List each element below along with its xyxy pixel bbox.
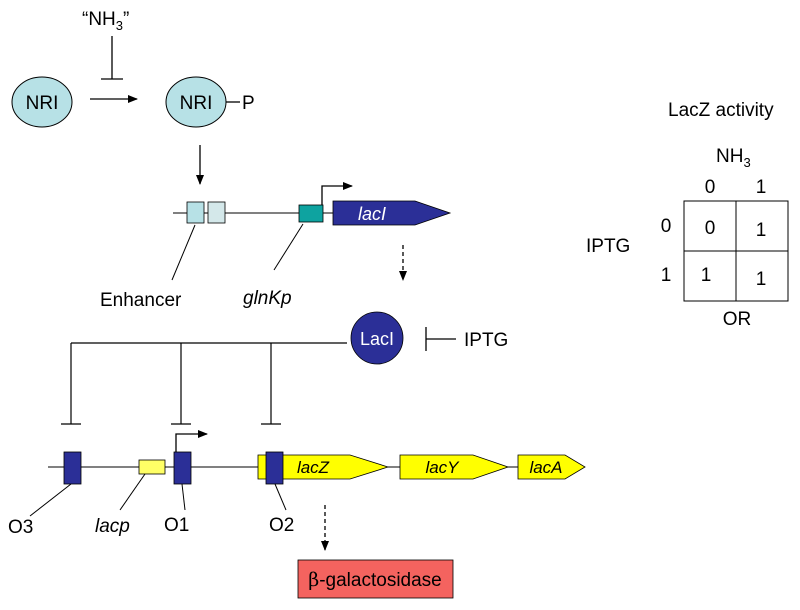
lacy-label: lacY: [425, 458, 460, 477]
truth-table-row-0: 0: [661, 216, 672, 237]
beta-galactosidase-box: [297, 559, 454, 599]
o3-pointer: [29, 483, 72, 517]
truth-table-row-header: IPTG: [586, 236, 630, 257]
o1-label: O1: [164, 515, 189, 536]
truth-table-cell-1-0: 1: [701, 265, 712, 286]
nri-p-node: NRI P: [165, 76, 255, 128]
glnkp-label: glnKp: [243, 288, 292, 309]
iptg-inhibitor-label: IPTG: [464, 330, 508, 351]
laca-label: lacA: [529, 458, 562, 477]
truth-table-col-1: 1: [756, 177, 767, 198]
truth-table-col-header: NH3: [716, 146, 751, 170]
o1-pointer: [181, 483, 186, 511]
glnkp-transcription-arrow: [321, 182, 353, 205]
laci-gene-label: lacI: [358, 204, 386, 224]
o3-box: [63, 451, 82, 485]
o3-label: O3: [8, 517, 33, 538]
lacp-box: [138, 459, 166, 475]
o1-box: [173, 451, 192, 485]
glnkp-box: [298, 204, 324, 223]
nh3-label: “NH3”: [82, 9, 129, 33]
truth-table-row-1: 1: [661, 265, 672, 286]
laci-gene-arrow: [332, 200, 452, 226]
nri-label: NRI: [26, 93, 59, 114]
nri-ellipse: [11, 76, 73, 128]
o2-pointer: [274, 483, 287, 511]
lacp-transcription-arrow: [175, 430, 208, 452]
truth-table-cell-0-1: 1: [756, 220, 767, 241]
laci-protein-circle: [350, 311, 404, 365]
enhancer-box-1: [186, 201, 205, 224]
laci-protein-label: LacI: [360, 329, 394, 349]
lacz-label: lacZ: [297, 458, 330, 477]
truth-table-title: LacZ activity: [668, 100, 774, 121]
truth-table-col-0: 0: [705, 177, 716, 198]
laca-gene-arrow: [517, 454, 586, 480]
lacp-pointer: [119, 473, 146, 511]
truth-table-gate-label: OR: [723, 309, 752, 330]
lacp-label: lacp: [95, 516, 130, 537]
enhancer-label: Enhancer: [100, 290, 182, 311]
enhancer-pointer: [171, 224, 196, 281]
truth-table-cell-1-1: 1: [756, 269, 767, 290]
phosphate-label: P: [242, 93, 255, 114]
truth-table-cell-0-0: 0: [705, 218, 716, 239]
glnkp-pointer: [273, 223, 304, 271]
beta-galactosidase-label: β-galactosidase: [308, 569, 442, 591]
nri-node: NRI: [11, 76, 73, 128]
o2-label: O2: [269, 515, 294, 536]
lacy-gene-arrow: [399, 454, 510, 480]
o2-box: [265, 451, 284, 485]
enhancer-box-2: [207, 201, 226, 224]
truth-table: LacZ activity NH3 0 1 IPTG 0 1 0 1 1 1 O…: [586, 100, 789, 330]
lacz-gene-arrow: [257, 454, 390, 480]
nri-p-label: NRI: [180, 93, 213, 114]
